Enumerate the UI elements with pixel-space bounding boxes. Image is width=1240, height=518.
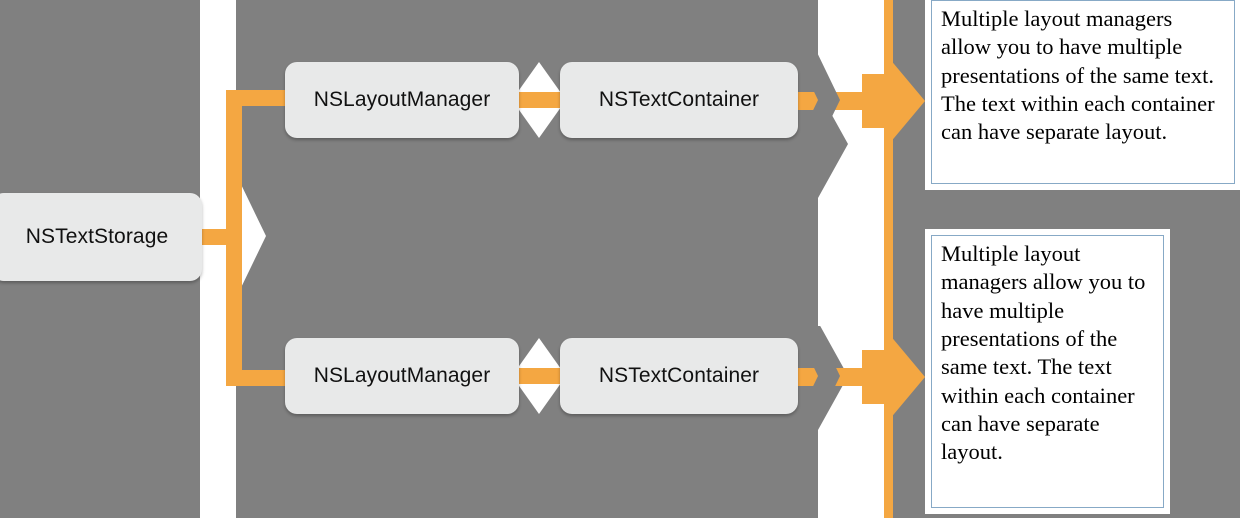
callout-rendered-text-wide[interactable]: Multiple layout managers allow you to ha… [925, 0, 1240, 190]
node-text-container-bottom-label: NSTextContainer [598, 364, 760, 387]
right-band-seg-2 [818, 226, 890, 326]
node-text-container-bottom[interactable]: NSTextContainer [560, 338, 798, 414]
node-layout-manager-bottom[interactable]: NSLayoutManager [285, 338, 519, 414]
node-text-container-top-label: NSTextContainer [598, 88, 760, 111]
connector-storage-split [186, 90, 296, 386]
right-orange-spine [884, 0, 893, 518]
right-band-seg-1 [818, 0, 890, 62]
node-text-container-top[interactable]: NSTextContainer [560, 62, 798, 138]
node-text-storage-label: NSTextStorage [25, 225, 169, 248]
node-text-storage[interactable]: NSTextStorage [0, 193, 202, 281]
node-layout-manager-top-label: NSLayoutManager [313, 88, 491, 111]
callout-rendered-text-wide-body: Multiple layout managers allow you to ha… [931, 0, 1235, 184]
right-band-seg-3 [818, 432, 890, 518]
connector-diamond-bottom [505, 338, 573, 414]
callout-rendered-text-narrow-body: Multiple layout managers allow you to ha… [931, 235, 1164, 508]
node-layout-manager-top[interactable]: NSLayoutManager [285, 62, 519, 138]
connector-diamond-top [505, 62, 573, 138]
node-layout-manager-bottom-label: NSLayoutManager [313, 364, 491, 387]
callout-rendered-text-narrow[interactable]: Multiple layout managers allow you to ha… [925, 229, 1170, 514]
